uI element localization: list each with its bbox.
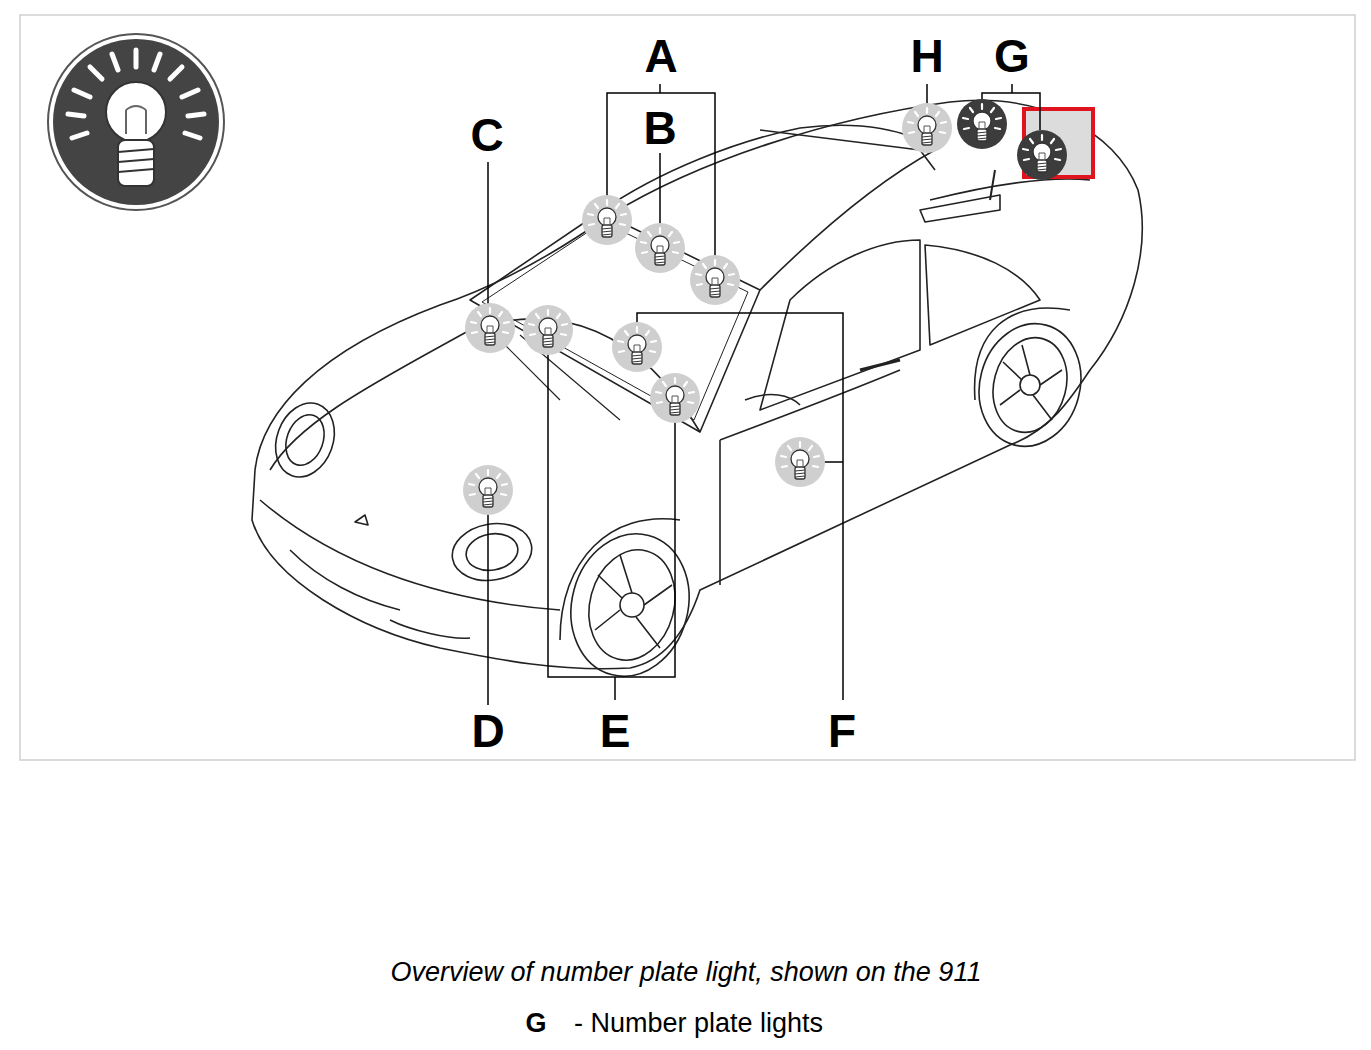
key-letter: G: [525, 1010, 546, 1037]
figure-caption: Overview of number plate light, shown on…: [391, 959, 982, 986]
callout-letter: F: [828, 708, 856, 754]
callout-letter: D: [471, 708, 504, 754]
callout-letter: B: [643, 105, 676, 151]
callout-letter: H: [910, 33, 943, 79]
callout-letter: E: [600, 708, 631, 754]
key-description: - Number plate lights: [574, 1010, 823, 1037]
callout-letter: A: [644, 33, 677, 79]
callout-letter: G: [994, 33, 1030, 79]
callout-letter: C: [470, 112, 503, 158]
